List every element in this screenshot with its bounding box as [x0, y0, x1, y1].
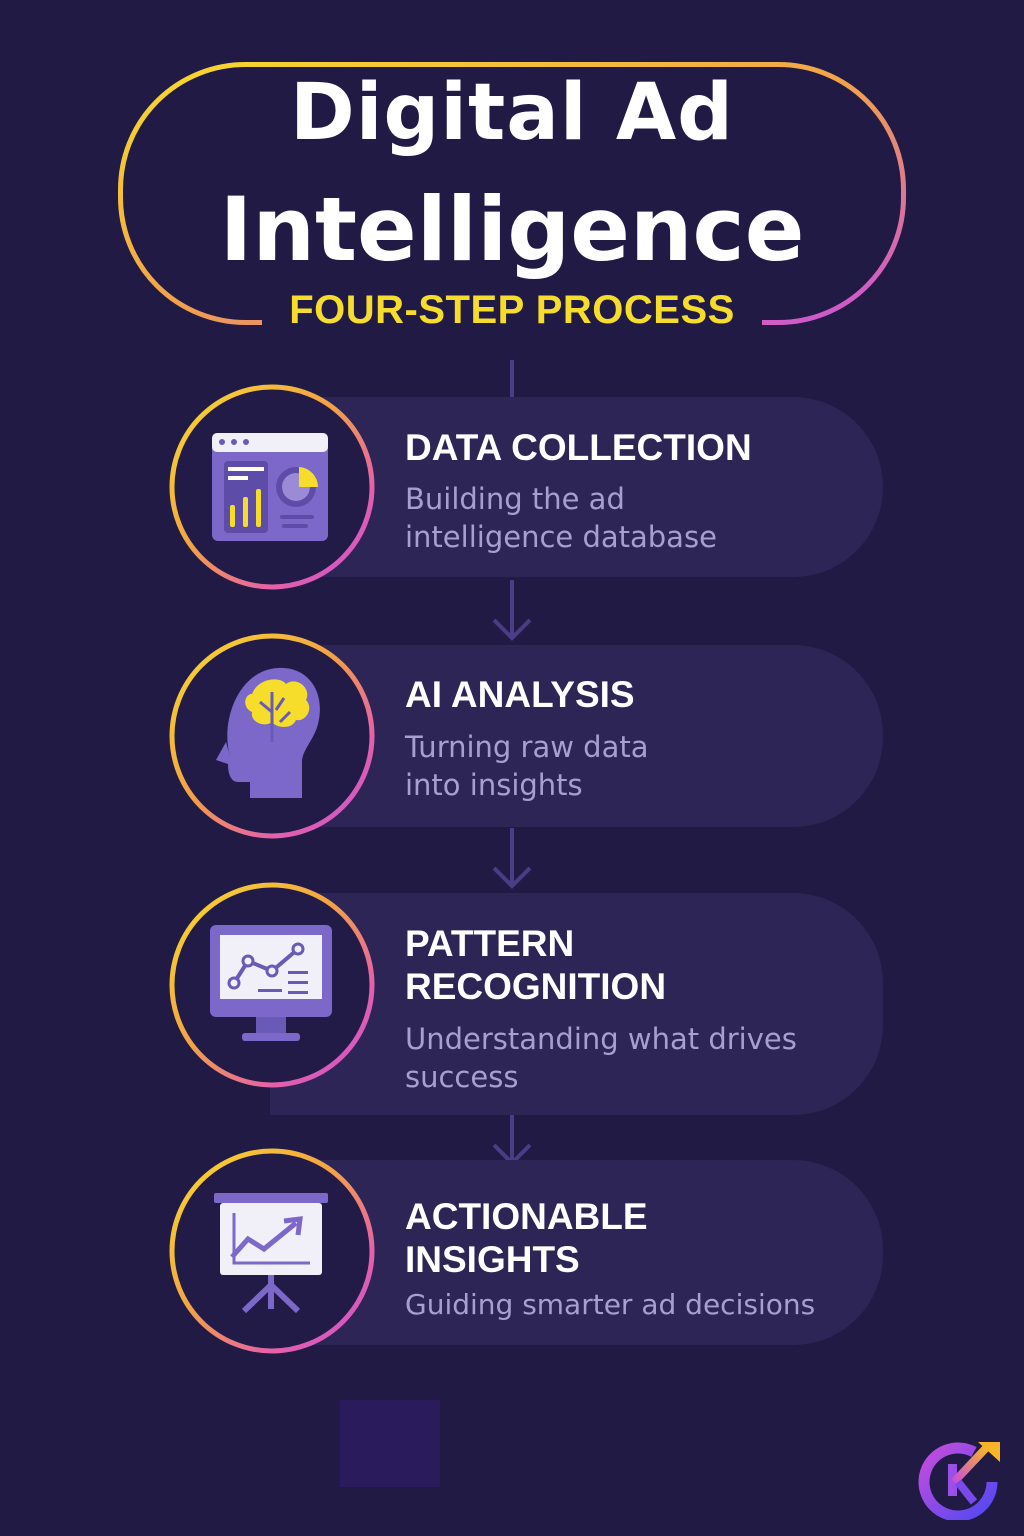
brain-head-icon: [216, 667, 320, 798]
step-description: Building the ad intelligence database: [405, 482, 717, 554]
monitor-chart-icon: [210, 925, 332, 1041]
step-circle-3: [168, 881, 376, 1089]
step-description: Turning raw data into insights: [405, 730, 649, 802]
step-circle-1: [168, 383, 376, 591]
step-title: AI ANALYSIS: [405, 674, 635, 715]
dashboard-icon: [212, 433, 328, 541]
title-line-2: Intelligence: [219, 178, 805, 281]
brand-logo-icon: [918, 1442, 1000, 1520]
step-description: Guiding smarter ad decisions: [405, 1288, 816, 1321]
step-circle-4: [168, 1147, 376, 1355]
subtitle: FOUR-STEP PROCESS: [262, 286, 762, 334]
title-line-1: Digital Ad: [289, 68, 735, 158]
step-description: Understanding what drives success: [405, 1022, 797, 1094]
step-title: DATA COLLECTION: [405, 427, 752, 468]
arrow-down-icon: [492, 580, 532, 641]
placeholder-square: [340, 1400, 440, 1487]
presentation-board-icon: [214, 1193, 328, 1314]
step-title: ACTIONABLE INSIGHTS: [405, 1196, 648, 1280]
connector-line: [510, 360, 514, 397]
step-circle-2: [168, 632, 376, 840]
step-title: PATTERN RECOGNITION: [405, 923, 667, 1007]
arrow-down-icon: [492, 828, 532, 889]
